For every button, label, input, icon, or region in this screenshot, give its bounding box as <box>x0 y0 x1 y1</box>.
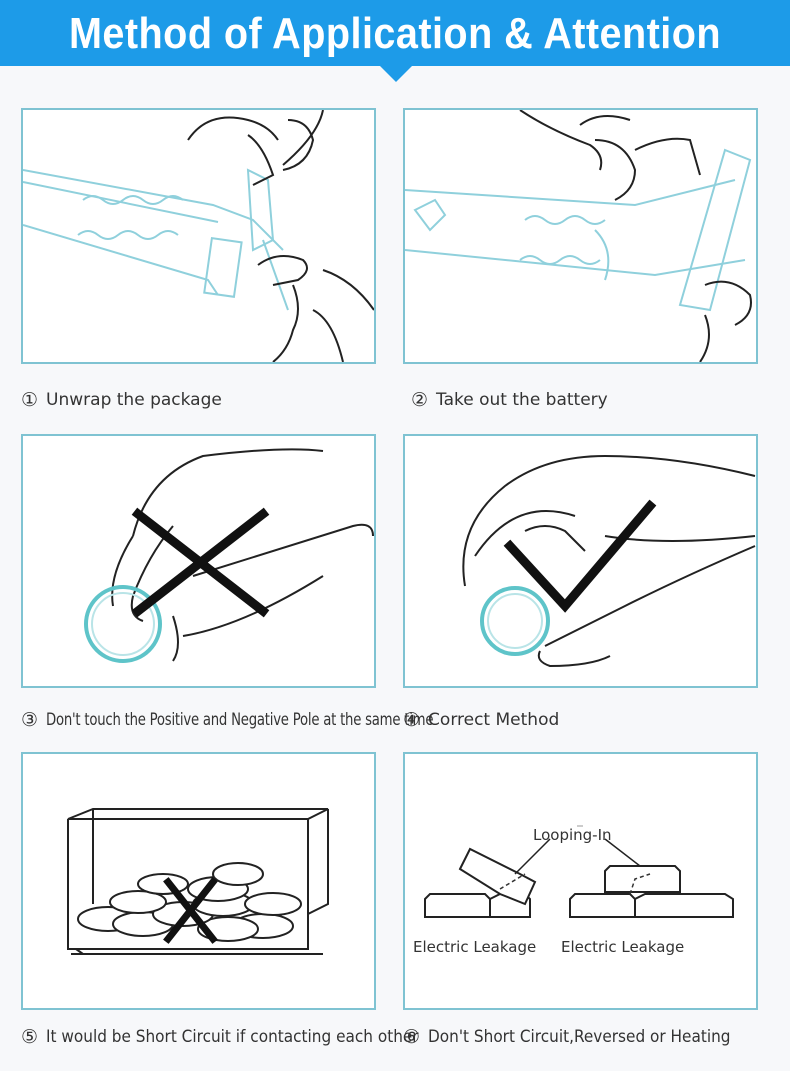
header-banner <box>0 0 790 66</box>
step-number: ③ <box>21 709 39 731</box>
step-6-illustration: Looping-In Electric Leakage Electric Lea… <box>403 752 758 1010</box>
correct-grip-battery-icon <box>462 454 756 668</box>
step-text: Unwrap the package <box>46 390 222 410</box>
step-1-caption: ① Unwrap the package <box>21 389 222 411</box>
hands-taking-out-battery-icon <box>405 110 752 362</box>
step-number: ④ <box>403 709 421 731</box>
step-5-caption: ⑤ It would be Short Circuit if contactin… <box>21 1026 460 1048</box>
step-text: Don't touch the Positive and Negative Po… <box>46 710 434 730</box>
step-text: Take out the battery <box>436 390 608 410</box>
hands-unwrapping-package-icon <box>23 110 374 362</box>
step-3-illustration <box>21 434 376 688</box>
looping-in-label: Looping-In <box>533 826 612 844</box>
batteries-piled-in-box-icon <box>67 808 329 955</box>
step-4-caption: ④ Correct Method <box>403 709 559 731</box>
step-4-illustration <box>403 434 758 688</box>
step-number: ① <box>21 389 39 411</box>
step-text: Correct Method <box>428 710 560 730</box>
step-1-illustration <box>21 108 376 364</box>
step-2-caption: ② Take out the battery <box>411 389 608 411</box>
step-number: ⑤ <box>21 1026 39 1048</box>
banner-pointer <box>378 64 414 82</box>
page-title: Method of Application & Attention <box>68 9 721 58</box>
step-6-caption: ⑥ Don't Short Circuit,Reversed or Heatin… <box>403 1026 764 1048</box>
step-number: ⑥ <box>403 1026 421 1048</box>
wrong-grip-battery-icon <box>84 448 374 663</box>
step-2-illustration <box>403 108 758 364</box>
step-text: Don't Short Circuit,Reversed or Heating <box>428 1027 731 1047</box>
step-5-illustration <box>21 752 376 1010</box>
electric-leakage-right-label: Electric Leakage <box>561 938 685 956</box>
step-text: It would be Short Circuit if contacting … <box>46 1027 419 1047</box>
step-3-caption: ③ Don't touch the Positive and Negative … <box>21 709 543 731</box>
battery-stacking-diagram-icon <box>424 825 734 918</box>
electric-leakage-left-label: Electric Leakage <box>413 938 537 956</box>
step-number: ② <box>411 389 429 411</box>
